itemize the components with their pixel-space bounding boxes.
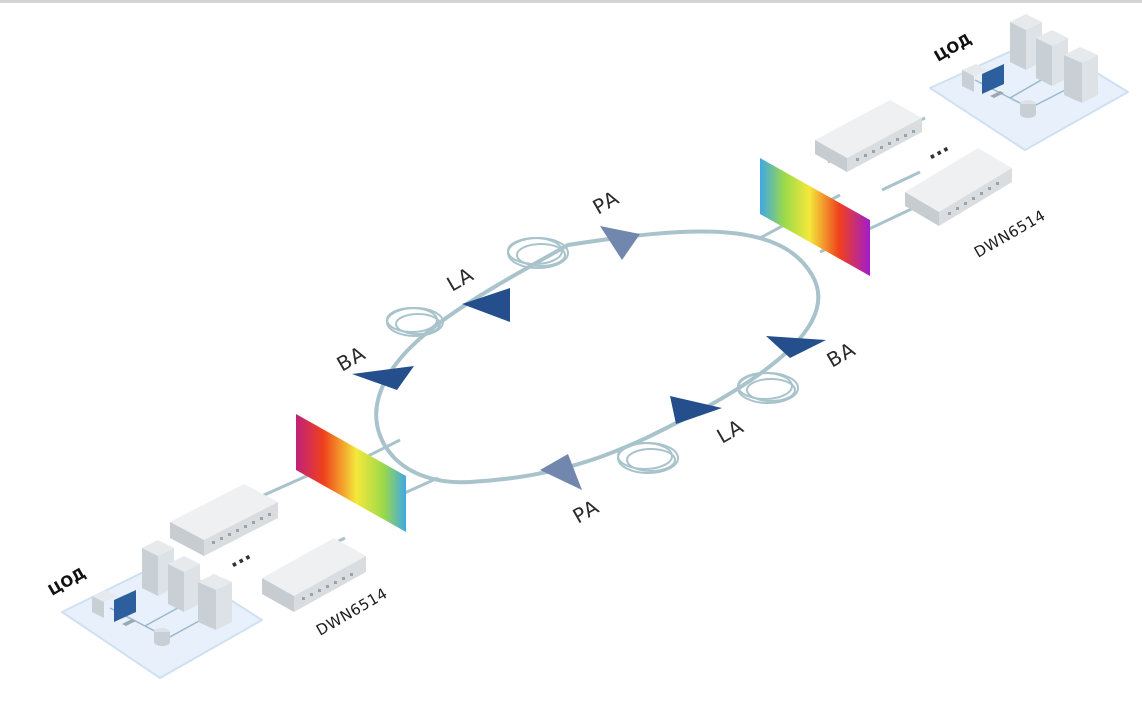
storage-cylinder-icon bbox=[154, 628, 170, 646]
workstation-icon bbox=[962, 64, 1004, 98]
amplifier-la-upper-icon bbox=[462, 288, 510, 322]
fiber-coil-lower bbox=[617, 442, 679, 474]
server-building-icon bbox=[198, 574, 232, 630]
spectrum-panel-left bbox=[296, 414, 406, 532]
fiber-coil-upper-left bbox=[386, 307, 444, 337]
amplifier-ba-upper-left-icon bbox=[352, 366, 414, 390]
label-pa-lower: PA bbox=[569, 494, 604, 528]
spectrum-panel-right bbox=[760, 158, 870, 276]
server-building-icon bbox=[1010, 14, 1042, 70]
workstation-icon bbox=[92, 590, 136, 626]
window-top-border bbox=[0, 0, 1142, 3]
dwn6514-box-left bbox=[262, 538, 366, 612]
amplifier-ba-right-icon bbox=[766, 336, 826, 358]
dwn6514-box-right bbox=[905, 148, 1012, 226]
switch-box-right-upper bbox=[815, 100, 922, 172]
ellipsis-left: ... bbox=[223, 541, 254, 573]
label-datacenter-right: ЦОД bbox=[931, 30, 975, 66]
server-building-icon bbox=[168, 556, 200, 612]
switch-box-left-upper bbox=[170, 484, 278, 556]
label-ba-upper-left: BA bbox=[333, 341, 370, 376]
datacenter-right bbox=[929, 14, 1129, 151]
amplifier-pa-upper-icon bbox=[600, 226, 640, 260]
fiber-coil-upper bbox=[507, 237, 569, 269]
label-dwn6514-right: DWN6514 bbox=[971, 206, 1049, 261]
ellipsis-right: ... bbox=[921, 133, 952, 165]
label-la-upper: LA bbox=[443, 262, 479, 296]
server-building-icon bbox=[1036, 30, 1068, 86]
label-la-lower: LA bbox=[713, 414, 749, 448]
label-pa-upper: PA bbox=[589, 185, 624, 219]
amplifier-pa-lower-icon bbox=[540, 454, 582, 490]
storage-cylinder-icon bbox=[1020, 100, 1036, 118]
server-building-icon bbox=[1064, 47, 1098, 103]
datacenter-left bbox=[61, 540, 263, 679]
label-datacenter-left: ЦОД bbox=[45, 564, 89, 600]
amplifier-la-lower-icon bbox=[670, 396, 722, 424]
fiber-ring bbox=[374, 229, 821, 485]
label-ba-right: BA bbox=[823, 337, 860, 372]
fiber-coil-right bbox=[737, 372, 799, 404]
